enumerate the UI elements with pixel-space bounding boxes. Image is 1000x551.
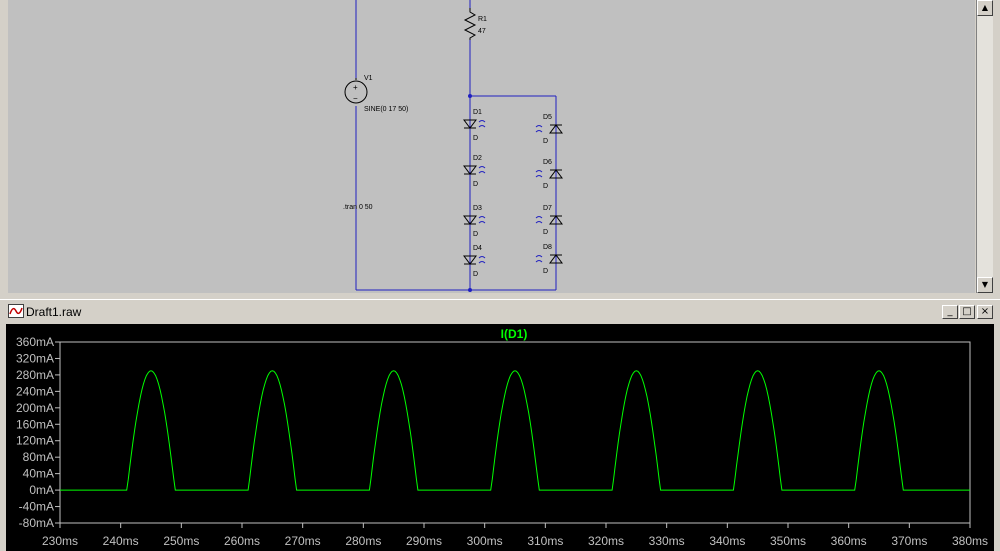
diode-d8[interactable]: D8 D (535, 244, 563, 275)
svg-text:D7: D7 (543, 205, 552, 212)
junction-dot (468, 288, 472, 292)
x-tick-label: 270ms (285, 534, 321, 548)
waveform-title: Draft1.raw (26, 305, 82, 319)
scroll-up-icon[interactable]: ▲ (977, 0, 993, 16)
x-tick-label: 340ms (709, 534, 745, 548)
y-tick-label: 0mA (29, 483, 54, 497)
svg-text:D6: D6 (543, 159, 552, 166)
x-tick-label: 320ms (588, 534, 624, 548)
close-button[interactable]: × (977, 305, 993, 319)
svg-text:D: D (473, 181, 478, 188)
resistor-r1[interactable]: R1 47 (463, 8, 487, 40)
svg-text:+: + (353, 83, 358, 92)
y-tick-label: -40mA (19, 500, 54, 514)
x-tick-label: 360ms (831, 534, 867, 548)
diode-d2[interactable]: D2 D (463, 155, 486, 188)
waveform-chart: I(D1) 360mA 320mA 280mA 240mA 200mA 160mA 120m… (16, 327, 988, 548)
schematic-drawing: R1 47 + − V1 SINE(0 17 50) .tran 0 50 D1… (343, 0, 563, 292)
diode-d5[interactable]: D5 D (535, 114, 563, 145)
svg-text:−: − (353, 94, 358, 103)
x-tick-label: 330ms (649, 534, 685, 548)
svg-text:D4: D4 (473, 245, 482, 252)
x-tick-label: 250ms (163, 534, 199, 548)
x-tick-label: 370ms (891, 534, 927, 548)
x-tick-label: 230ms (42, 534, 78, 548)
junction-dot (468, 94, 472, 98)
x-tick-label: 310ms (527, 534, 563, 548)
waveform-plot-area[interactable]: I(D1) 360mA 320mA 280mA 240mA 200mA 160mA 120m… (6, 324, 994, 551)
minimize-button[interactable]: _ (942, 305, 958, 319)
waveform-window: Draft1.raw _ □ × I(D1) 360mA 320mA 280mA 24… (0, 299, 1000, 551)
diode-d1[interactable]: D1 D (463, 109, 486, 142)
x-tick-label: 290ms (406, 534, 442, 548)
y-tick-label: 240mA (16, 384, 54, 398)
x-tick-label: 260ms (224, 534, 260, 548)
svg-text:D: D (543, 183, 548, 190)
svg-text:D: D (473, 271, 478, 278)
svg-text:D5: D5 (543, 114, 552, 121)
svg-text:D8: D8 (543, 244, 552, 251)
x-tick-label: 240ms (103, 534, 139, 548)
diode-d7[interactable]: D7 D (535, 205, 563, 236)
x-tick-label: 300ms (467, 534, 503, 548)
svg-text:D: D (543, 138, 548, 145)
y-tick-label: 200mA (16, 401, 54, 415)
svg-text:D: D (543, 268, 548, 275)
diode-d6[interactable]: D6 D (535, 159, 563, 190)
series-trace-i-d1 (60, 370, 970, 491)
waveform-titlebar[interactable]: Draft1.raw _ □ × (2, 302, 996, 322)
x-tick-label: 380ms (952, 534, 988, 548)
v1-ref: V1 (364, 75, 373, 82)
y-tick-label: 40mA (23, 467, 54, 481)
spice-directive[interactable]: .tran 0 50 (343, 204, 373, 211)
x-tick-label: 350ms (770, 534, 806, 548)
y-tick-label: 280mA (16, 368, 54, 382)
diode-d3[interactable]: D3 D (463, 205, 486, 238)
svg-text:D3: D3 (473, 205, 482, 212)
schematic-canvas[interactable]: R1 47 + − V1 SINE(0 17 50) .tran 0 50 D1… (8, 0, 975, 293)
svg-text:D: D (543, 229, 548, 236)
schematic-vertical-scrollbar[interactable]: ▲ ▼ (976, 0, 993, 293)
voltage-source-v1[interactable]: + − V1 SINE(0 17 50) (344, 75, 408, 113)
svg-text:D: D (473, 231, 478, 238)
svg-text:D1: D1 (473, 109, 482, 116)
series-label-i-d1: I(D1) (501, 327, 528, 341)
y-tick-label: 120mA (16, 434, 54, 448)
plot-frame (59, 341, 971, 524)
v1-value: SINE(0 17 50) (364, 106, 408, 113)
y-tick-label: 80mA (23, 450, 54, 464)
x-tick-label: 280ms (345, 534, 381, 548)
svg-text:D: D (473, 135, 478, 142)
y-tick-label: -80mA (19, 516, 54, 530)
r1-ref: R1 (478, 16, 487, 23)
y-tick-label: 160mA (16, 417, 54, 431)
y-tick-label: 360mA (16, 335, 54, 349)
waveform-icon (8, 304, 24, 318)
schematic-window: R1 47 + − V1 SINE(0 17 50) .tran 0 50 D1… (8, 0, 993, 293)
scroll-down-icon[interactable]: ▼ (977, 277, 993, 293)
y-tick-label: 320mA (16, 351, 54, 365)
restore-button[interactable]: □ (959, 305, 975, 319)
svg-text:D2: D2 (473, 155, 482, 162)
r1-value: 47 (478, 28, 486, 35)
diode-d4[interactable]: D4 D (463, 245, 486, 278)
